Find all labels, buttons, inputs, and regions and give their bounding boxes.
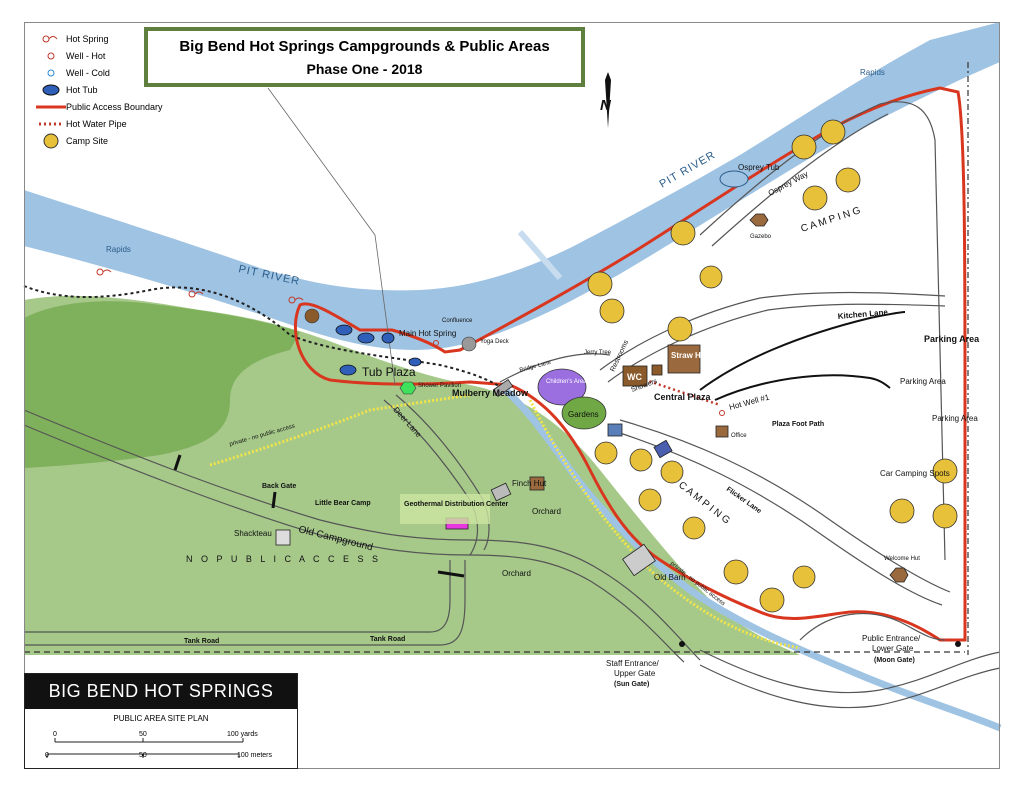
label-orchard-2: Orchard xyxy=(502,569,531,578)
legend-label: Well - Hot xyxy=(66,50,106,61)
label-plaza-foot-path: Plaza Foot Path xyxy=(772,421,824,428)
legend-label: Hot Tub xyxy=(66,84,98,95)
site-plan-box: BIG BEND HOT SPRINGS PUBLIC AREA SITE PL… xyxy=(24,673,298,769)
label-car-camping: Car Camping Spots xyxy=(880,469,950,478)
label-parking-area-3: Parking Area xyxy=(932,414,978,423)
label-tank-road-1: Tank Road xyxy=(184,638,219,645)
camp-site-icon xyxy=(36,133,66,149)
label-kitchen-lane: Kitchen Lane xyxy=(837,308,888,321)
label-gardens: Gardens xyxy=(568,410,599,419)
site-plan-subtitle: PUBLIC AREA SITE PLAN xyxy=(113,714,209,723)
label-jerry-tree: Jerry Tree xyxy=(584,350,612,356)
label-mulberry-meadow: Mulberry Meadow xyxy=(452,388,529,398)
scale-meters-100: 100 meters xyxy=(237,752,273,759)
map-legend: Hot Spring Well - Hot Well - Cold Hot Tu… xyxy=(36,30,206,149)
osprey-tub-shape xyxy=(719,170,749,188)
label-parking-area-main: Parking Area xyxy=(924,334,980,344)
label-little-bear-camp: Little Bear Camp xyxy=(315,500,371,507)
label-yoga-deck: Yoga Deck xyxy=(480,339,510,345)
pit-river xyxy=(24,22,1000,350)
hot-spring-icon xyxy=(36,34,66,44)
label-finch-hut: Finch Hut xyxy=(512,479,547,488)
legend-row: Camp Site xyxy=(36,132,206,149)
label-public-entrance: Public Entrance/ xyxy=(862,634,921,643)
boundary-line-icon xyxy=(36,104,66,110)
label-tub-plaza: Tub Plaza xyxy=(362,365,416,379)
legend-row: Well - Cold xyxy=(36,64,206,81)
label-tank-road-2: Tank Road xyxy=(370,636,405,643)
gardens-shape xyxy=(561,396,607,430)
label-shackteau: Shackteau xyxy=(234,529,272,538)
scale-meters-0: 0 xyxy=(45,752,49,759)
hot-tub-icon xyxy=(36,84,66,96)
label-confluence: Confluence xyxy=(442,318,473,324)
legend-label: Well - Cold xyxy=(66,67,110,78)
hot-tubs xyxy=(335,324,422,376)
camp-sites xyxy=(587,119,958,613)
well-cold-icon xyxy=(36,68,66,78)
label-gazebo: Gazebo xyxy=(750,234,772,240)
pipe-line-icon xyxy=(36,121,66,127)
scale-bar: 0 50 100 yards 0 50 100 meters xyxy=(45,731,273,759)
hot-spring-markers xyxy=(96,268,304,304)
label-central-plaza: Central Plaza xyxy=(654,392,712,402)
label-straw-hall: Straw Hall xyxy=(671,351,710,360)
legend-label: Hot Water Pipe xyxy=(66,118,127,129)
map-subtitle: Phase One - 2018 xyxy=(306,61,423,77)
label-wc: WC xyxy=(627,372,642,382)
plaza-foot-path-line xyxy=(714,374,891,401)
dark-grass-area xyxy=(24,301,300,468)
label-rapids-1: Rapids xyxy=(106,245,131,254)
scale-yards-50: 50 xyxy=(139,731,147,738)
kitchen-lane-line xyxy=(699,311,906,391)
label-geothermal: Geothermal Distribution Center xyxy=(404,501,509,508)
label-welcome-hut: Welcome Hut xyxy=(884,556,920,562)
public-access-boundary xyxy=(293,86,967,642)
label-shower-pavilion: Shower Pavilion xyxy=(418,383,461,389)
label-orchard-1: Orchard xyxy=(532,507,561,516)
map-title: Big Bend Hot Springs Campgrounds & Publi… xyxy=(179,38,550,55)
label-osprey-tub: Osprey Tub xyxy=(738,163,780,172)
legend-row: Hot Tub xyxy=(36,81,206,98)
scale-yards-0: 0 xyxy=(53,731,57,738)
shower-pavilion-shape xyxy=(399,381,417,395)
label-office: Office xyxy=(731,433,747,439)
legend-row: Public Access Boundary xyxy=(36,98,206,115)
label-main-hot-spring: Main Hot Spring xyxy=(399,329,456,338)
label-staff-entrance: Staff Entrance/ xyxy=(606,659,660,668)
legend-label: Hot Spring xyxy=(66,33,109,44)
legend-row: Hot Water Pipe xyxy=(36,115,206,132)
legend-row: Well - Hot xyxy=(36,47,206,64)
legend-label: Camp Site xyxy=(66,135,109,146)
label-sun-gate: (Sun Gate) xyxy=(614,681,649,688)
label-childrens-area: Children's Area xyxy=(546,379,587,385)
label-parking-area-2: Parking Area xyxy=(900,377,946,386)
roads xyxy=(23,101,1001,709)
label-moon-gate: (Moon Gate) xyxy=(874,657,915,664)
label-no-public-access: N O P U B L I C A C C E S S xyxy=(186,554,381,564)
north-label: N xyxy=(600,97,612,114)
label-upper-gate: Upper Gate xyxy=(614,669,656,678)
title-box: Big Bend Hot Springs Campgrounds & Publi… xyxy=(144,27,585,87)
site-plan-name: BIG BEND HOT SPRINGS xyxy=(25,674,297,709)
well-hot-icon xyxy=(36,51,66,61)
childrens-area-shape xyxy=(537,368,587,406)
north-arrow-icon xyxy=(605,72,611,128)
scale-yards-100: 100 yards xyxy=(227,731,258,738)
label-lower-gate: Lower Gate xyxy=(872,644,914,653)
yoga-deck-shape xyxy=(461,336,477,352)
buildings xyxy=(275,213,909,583)
legend-label: Public Access Boundary xyxy=(66,101,163,112)
label-back-gate: Back Gate xyxy=(262,483,296,490)
label-rapids-2: Rapids xyxy=(860,68,885,77)
scale-meters-50: 50 xyxy=(139,752,147,759)
label-old-barn: Old Barn xyxy=(654,573,686,582)
legend-row: Hot Spring xyxy=(36,30,206,47)
